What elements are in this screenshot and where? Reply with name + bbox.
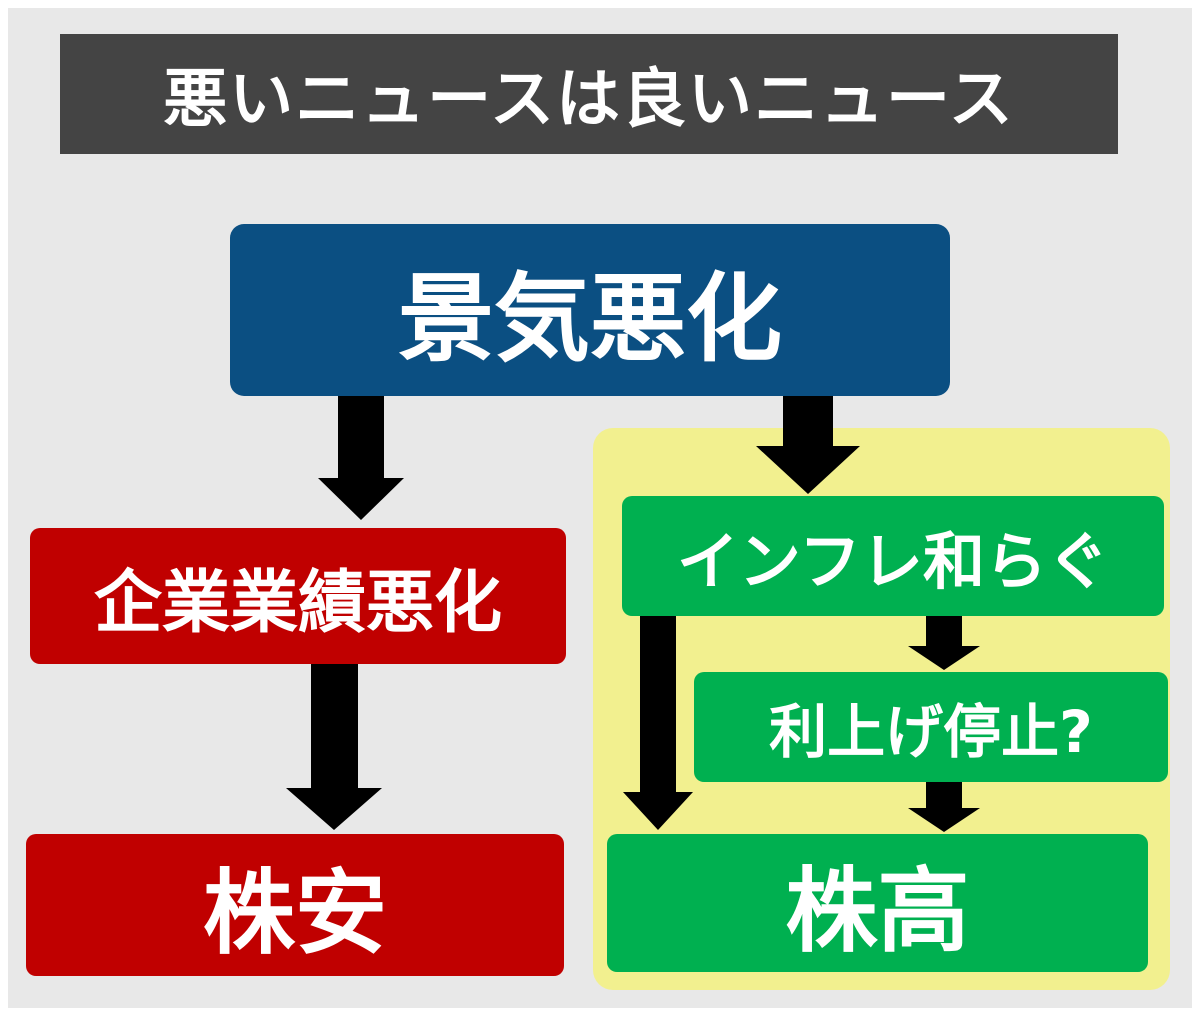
arrow-earnings-to-decline <box>286 664 382 830</box>
node-stock-decline: 株安 <box>26 834 564 976</box>
title-bar: 悪いニュースは良いニュース <box>60 34 1118 154</box>
arrow-root-to-inflation <box>756 396 860 494</box>
arrow-inflation-to-pause <box>908 616 980 670</box>
node-stock-rise: 株高 <box>607 834 1148 972</box>
arrow-pause-to-rise <box>908 782 980 832</box>
node-corporate-earnings-worsen: 企業業績悪化 <box>30 528 566 664</box>
node-rate-hike-pause: 利上げ停止? <box>694 672 1168 782</box>
arrow-inflation-to-rise <box>623 616 693 830</box>
arrow-root-to-earnings <box>318 396 404 520</box>
root-node-recession: 景気悪化 <box>230 224 950 396</box>
node-inflation-eases: インフレ和らぐ <box>622 496 1164 616</box>
